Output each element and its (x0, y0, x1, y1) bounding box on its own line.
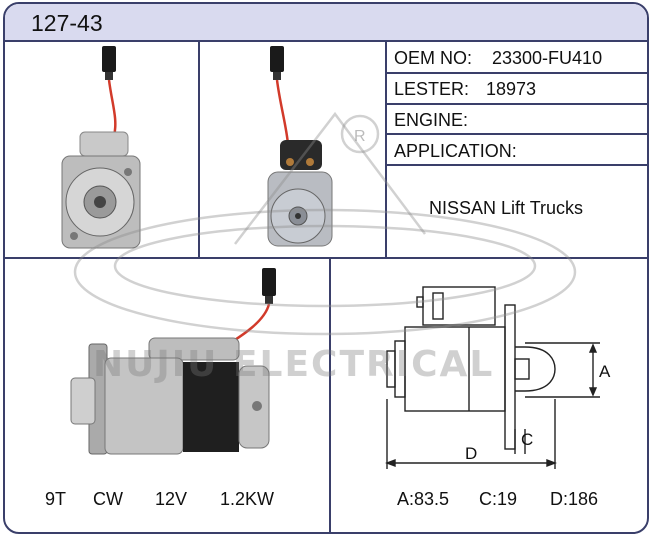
spec-row-line-3 (385, 133, 647, 135)
dim-d-letter: D (465, 444, 477, 463)
oem-value: 23300-FU410 (492, 48, 603, 68)
lester-label: LESTER: (394, 79, 470, 99)
power: 1.2KW (220, 489, 275, 509)
starter-front-photo (61, 46, 141, 249)
dim-a-letter: A (599, 362, 611, 381)
part-code: 127-43 (31, 10, 103, 36)
engine-label: ENGINE: (394, 110, 469, 130)
dimension-a: A:83.5 (397, 489, 450, 509)
rotation: CW (93, 489, 123, 509)
spec-row-line-2 (385, 103, 647, 105)
dim-c-letter: C (521, 430, 533, 449)
starter-rear-photo (267, 46, 333, 247)
spec-row-line-4 (385, 164, 647, 166)
teeth-count: 9T (45, 489, 67, 509)
product-card: 127-43 OEM NO: 23300-FU410 LESTER: 18973… (3, 2, 649, 534)
divider-top-v1 (198, 40, 200, 258)
watermark-text: NUJIU ELECTRICAL (93, 344, 495, 385)
registered-mark: R (354, 128, 366, 145)
dimension-d: D:186 (550, 489, 599, 509)
application-label: APPLICATION: (394, 141, 517, 161)
dimension-c: C:19 (479, 489, 518, 509)
voltage: 12V (155, 489, 188, 509)
dimension-drawing: A C D (385, 286, 611, 469)
header-bar: 127-43 (5, 4, 647, 42)
lester-value: 18973 (486, 79, 537, 99)
starter-side-photo (70, 268, 276, 455)
divider-bottom-v (329, 257, 331, 532)
application-value: NISSAN Lift Trucks (429, 198, 584, 218)
divider-top-v2 (385, 40, 387, 258)
oem-label: OEM NO: (394, 48, 473, 68)
divider-mid-h (5, 257, 647, 259)
spec-row-line-1 (385, 72, 647, 74)
